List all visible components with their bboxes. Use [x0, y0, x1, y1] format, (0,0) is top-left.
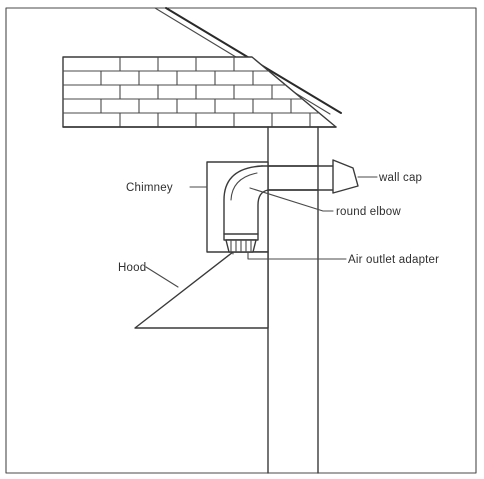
air-outlet-adapter [223, 233, 259, 253]
diagram-frame [5, 7, 477, 474]
label-hood: Hood [118, 262, 146, 274]
duct-wall-gap [269, 167, 317, 189]
air-outlet-adapter-leader [247, 251, 347, 260]
brick-wall-outline [62, 56, 337, 128]
wall-cap [332, 159, 359, 194]
adapter-collar [223, 233, 259, 241]
label-air-outlet-adapter: Air outlet adapter [348, 254, 439, 266]
adapter-ribs [230, 240, 252, 252]
round-elbow-inner [257, 189, 269, 235]
brick-rows [62, 56, 320, 128]
hood [134, 251, 269, 329]
brick-wall [62, 56, 337, 128]
leader-lines [145, 176, 378, 288]
label-wall-cap: wall cap [378, 172, 422, 184]
round-elbow-outer [223, 165, 263, 235]
through-wall-duct [261, 165, 337, 191]
label-chimney: Chimney [126, 182, 173, 194]
round-elbow [223, 165, 269, 235]
round-elbow-leader [249, 187, 334, 212]
label-round-elbow: round elbow [336, 206, 401, 218]
round-elbow-seam [230, 172, 258, 201]
hood-leader [145, 266, 179, 288]
hood-body [134, 251, 269, 329]
